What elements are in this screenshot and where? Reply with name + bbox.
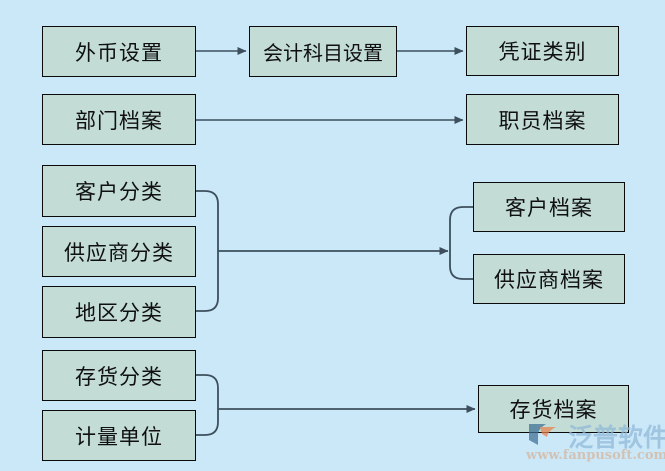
node-measurement-unit[interactable]: 计量单位 [42, 410, 196, 461]
edge-categories-to-archives [196, 190, 473, 312]
node-supplier-archive[interactable]: 供应商档案 [473, 254, 625, 304]
node-account-subject-setup[interactable]: 会计科目设置 [249, 26, 397, 77]
node-customer-archive[interactable]: 客户档案 [473, 182, 625, 232]
node-voucher-category[interactable]: 凭证类别 [466, 26, 619, 76]
node-region-category[interactable]: 地区分类 [42, 286, 196, 338]
watermark-url: www.fanpusoft.com [526, 448, 665, 463]
node-department-archive[interactable]: 部门档案 [42, 94, 196, 145]
node-supplier-category[interactable]: 供应商分类 [42, 226, 196, 277]
node-inventory-category[interactable]: 存货分类 [42, 350, 196, 401]
node-foreign-currency-setup[interactable]: 外币设置 [42, 26, 196, 77]
edge-inventory-to-archive [196, 374, 476, 436]
node-employee-archive[interactable]: 职员档案 [466, 94, 619, 145]
node-customer-category[interactable]: 客户分类 [42, 165, 196, 217]
node-inventory-archive[interactable]: 存货档案 [478, 385, 629, 433]
